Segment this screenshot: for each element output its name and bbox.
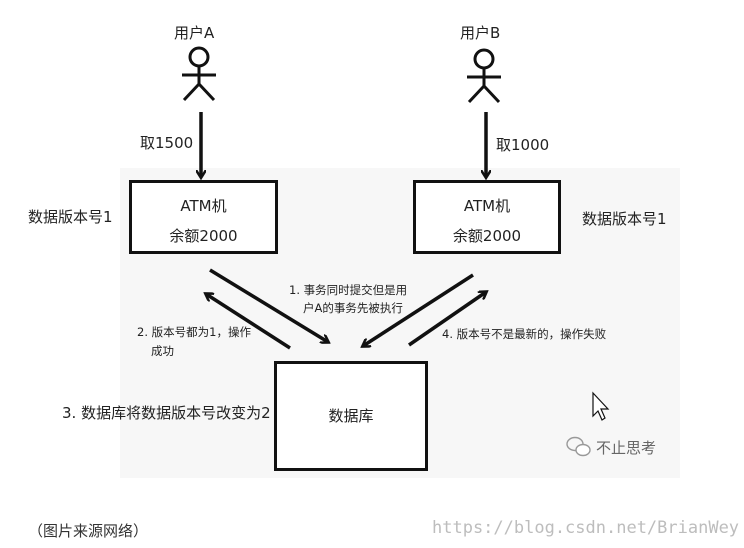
atm-a-to-db-arrow xyxy=(209,268,328,342)
logo-text: 不止思考 xyxy=(596,439,657,457)
user-a-withdraw-label: 取1500 xyxy=(140,134,194,152)
db-to-atm-b-arrow xyxy=(408,292,486,347)
wechat-logo-icon xyxy=(566,436,591,457)
step1-line2: 户A的事务先被执行 xyxy=(303,301,403,315)
image-caption: （图片来源网络） xyxy=(28,522,149,540)
atm-a-version-label: 数据版本号1 xyxy=(28,208,113,226)
user-a-label: 用户A xyxy=(174,24,215,42)
atm-a-box: ATM机 余额2000 xyxy=(129,180,278,254)
step4-label: 4. 版本号不是最新的，操作失败 xyxy=(442,327,607,341)
step1-line1: 1. 事务同时提交但是用 xyxy=(289,283,408,297)
step3-label: 3. 数据库将数据版本号改变为2 xyxy=(62,404,271,422)
user-a-figure-icon xyxy=(182,46,216,102)
user-b-figure-icon xyxy=(467,48,501,104)
atm-b-balance: 余额2000 xyxy=(452,227,522,245)
watermark-text: https://blog.csdn.net/BrianWey xyxy=(432,518,740,538)
db-to-atm-a-arrow xyxy=(206,294,291,350)
step2-line2: 成功 xyxy=(151,344,174,358)
user-b-withdraw-label: 取1000 xyxy=(496,136,550,154)
database-box: 数据库 xyxy=(274,361,428,471)
atm-b-to-db-arrow xyxy=(363,273,474,346)
mouse-cursor-icon xyxy=(592,391,610,421)
atm-a-title: ATM机 xyxy=(180,197,227,215)
atm-b-box: ATM机 余额2000 xyxy=(413,180,561,254)
user-b-label: 用户B xyxy=(460,24,501,42)
database-label: 数据库 xyxy=(328,407,374,425)
atm-b-version-label: 数据版本号1 xyxy=(582,210,667,228)
atm-b-title: ATM机 xyxy=(463,197,511,215)
step2-line1: 2. 版本号都为1，操作 xyxy=(137,325,251,339)
atm-a-balance: 余额2000 xyxy=(169,227,238,245)
